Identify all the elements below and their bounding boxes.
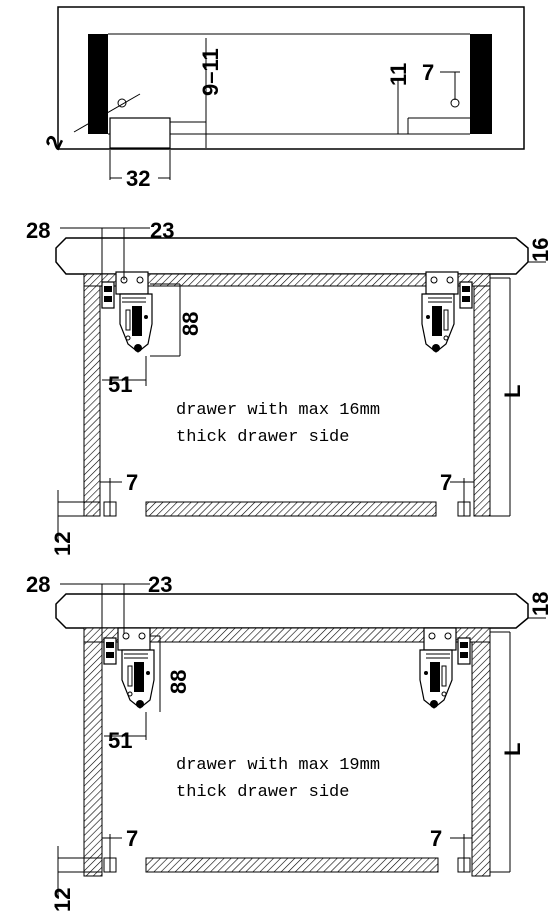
dim-thickness-label: 18 [528,592,553,616]
dim-7-right-label: 7 [430,826,442,851]
dim-L-label: L [500,385,525,398]
dim-12-label: 12 [50,532,75,556]
dim-thickness-label: 16 [528,238,553,262]
dim-L-label: L [500,743,525,756]
panel-19mm-diagram: 28 23 18 88 51 L 7 7 12 drawer with max … [26,572,553,912]
dim-51-label: 51 [108,372,132,397]
dim-7-left-label: 7 [126,470,138,495]
dim-7-left-label: 7 [126,826,138,851]
dim-28-label: 28 [26,218,50,243]
dim-23-label: 23 [148,572,172,597]
note-line-2: thick drawer side [176,428,349,447]
top-view-diagram: 2 9–11 11 7 32 [40,6,525,191]
panel-16mm-diagram: 28 23 16 88 51 L 7 7 12 drawer with max … [26,218,553,556]
dim-23-label: 23 [150,218,174,243]
dim-51-label: 51 [108,728,132,753]
dim-7-top-label: 7 [422,60,434,85]
note-line-1: drawer with max 19mm [176,756,380,775]
dim-7-right-label: 7 [440,470,452,495]
dim-2-label: 2 [40,132,68,154]
dim-32-label: 32 [126,166,150,191]
note-line-1: drawer with max 16mm [176,401,380,420]
dim-11-label: 11 [386,63,411,86]
dim-88-label: 88 [178,312,203,336]
dim-88-label: 88 [166,670,191,694]
dim-28-label: 28 [26,572,50,597]
dim-12-label: 12 [50,888,75,912]
note-line-2: thick drawer side [176,783,349,802]
dim-9-11-label: 9–11 [198,48,223,96]
